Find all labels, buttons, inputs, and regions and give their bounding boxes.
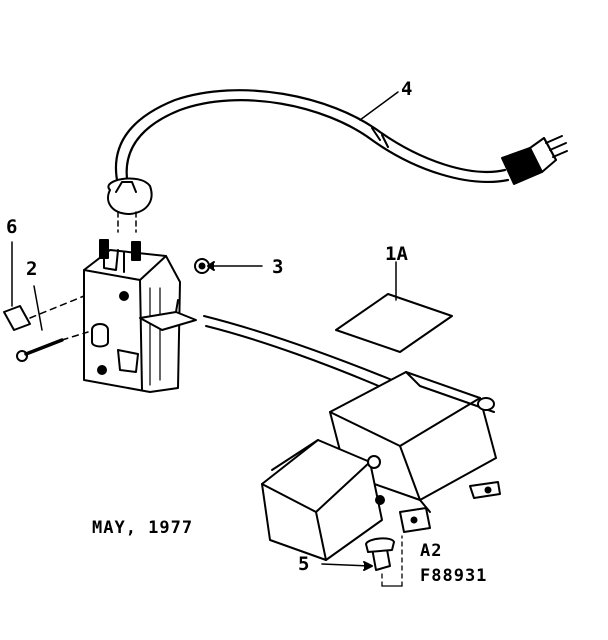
callout-2: 2	[26, 258, 38, 280]
motor-lead-wire	[203, 315, 393, 391]
switch-housing	[83, 239, 197, 393]
figure-number: F88931	[420, 566, 488, 586]
screw	[16, 285, 89, 362]
cord-connector	[107, 177, 153, 233]
callout-3: 3	[272, 256, 284, 278]
date-caption: MAY, 1977	[92, 518, 194, 538]
label-plate	[335, 261, 453, 353]
callout-4: 4	[401, 78, 413, 100]
reference-a2: A2	[420, 541, 443, 561]
brush-cap	[321, 535, 403, 587]
motor-assembly	[261, 371, 501, 561]
power-cord	[114, 89, 568, 188]
nut	[194, 258, 263, 274]
callout-6: 6	[6, 216, 18, 238]
cover-plate	[3, 241, 85, 331]
callout-5: 5	[298, 553, 310, 575]
callout-1a: 1A	[385, 243, 408, 265]
